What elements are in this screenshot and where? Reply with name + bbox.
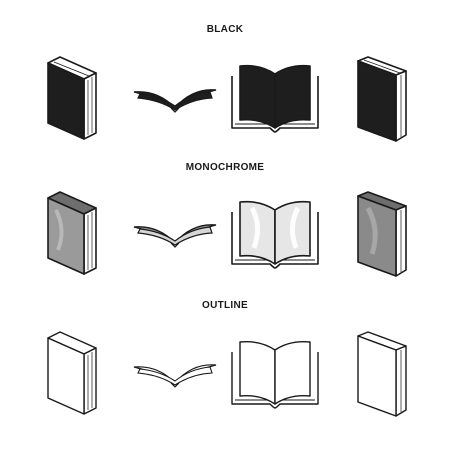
closed-book-front-icon [357,191,407,277]
open-book-icon [231,340,319,409]
flying-book-icon [133,224,217,248]
section-title-black: BLACK [206,24,244,35]
closed-book-icon [47,56,97,140]
section-title-outline: OUTLINE [202,300,248,311]
flying-book-icon [133,89,217,113]
closed-book-icon [47,331,97,415]
closed-book-front-icon [357,56,407,142]
open-book-icon [231,200,319,269]
closed-book-front-icon [357,331,407,417]
closed-book-icon [47,191,97,275]
open-book-icon [231,64,319,133]
section-title-monochrome: MONOCHROME [185,162,265,173]
flying-book-icon [133,364,217,388]
